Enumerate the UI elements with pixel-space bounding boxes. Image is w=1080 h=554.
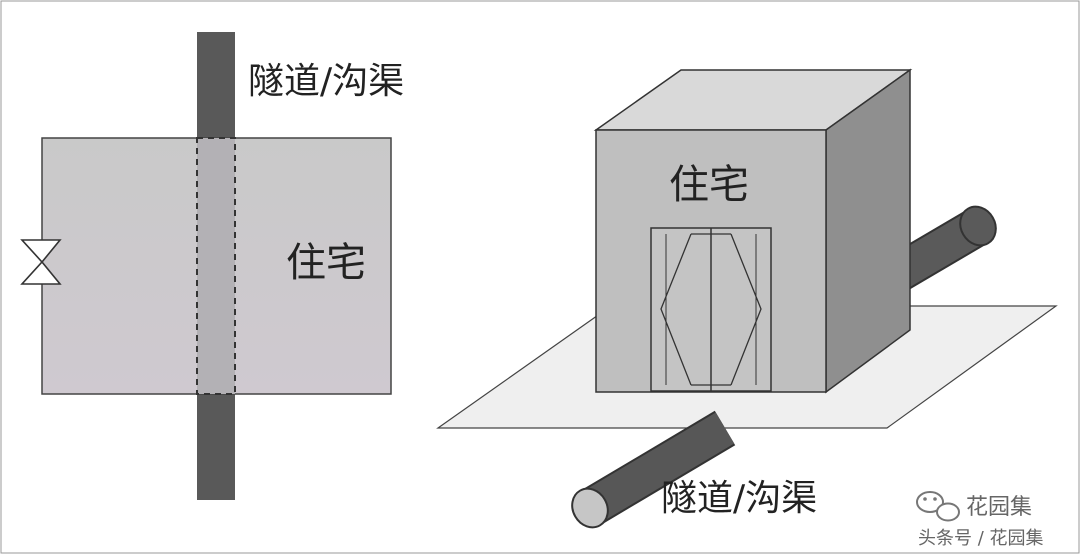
entry-symbol-icon [20,239,62,264]
perspective-tunnel-label: 隧道/沟渠 [661,478,817,519]
plan-tunnel-label: 隧道/沟渠 [248,61,404,102]
watermark-brand: 花园集 [966,495,1032,520]
perspective-house-label: 住宅 [669,162,749,208]
wechat-icon [916,491,960,522]
watermark: 花园集 头条号 / 花园集 [916,491,1044,549]
plan-tunnel-hidden [196,137,236,395]
tunnel-front-end [571,487,609,529]
plan-house-label: 住宅 [286,240,366,286]
entry-symbol-icon-lower [20,260,62,285]
perspective-view: 住宅 隧道/沟渠 [436,68,1058,529]
watermark-source: 头条号 / 花园集 [918,528,1044,549]
house-door [650,227,772,392]
plan-view: 隧道/沟渠 住宅 [20,32,404,500]
tunnel-back-end [959,205,997,247]
door-left-panel [660,233,692,386]
tunnel-front [582,412,735,523]
door-right-panel [730,233,762,386]
